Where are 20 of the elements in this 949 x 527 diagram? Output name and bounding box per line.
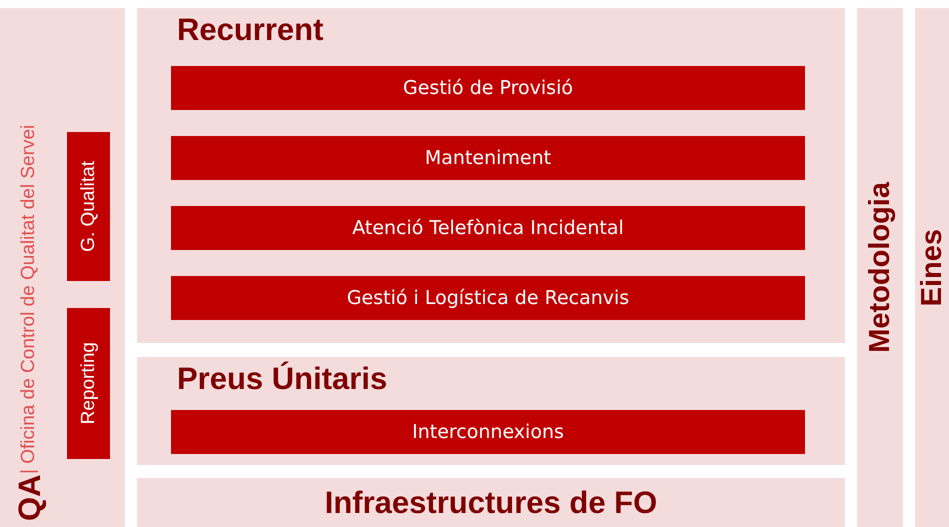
panel-subtitle: | Oficina de Control de Qualitat del Servei <box>18 125 40 474</box>
service-bar: Atenció Telefònica Incidental <box>171 206 805 250</box>
section-panel <box>137 478 845 527</box>
service-bar: Interconnexions <box>171 410 805 454</box>
side-panel <box>915 8 949 527</box>
service-bar: Manteniment <box>171 136 805 180</box>
service-bar: Gestió de Provisió <box>171 66 805 110</box>
section-panel <box>137 8 845 343</box>
section-heading: Infraestructures de FO <box>324 484 658 520</box>
side-panel <box>857 8 903 527</box>
panel-heading: Metodologia <box>864 182 896 353</box>
panel-heading: Eines <box>916 228 948 306</box>
section-panel <box>137 357 845 465</box>
label-bar: G. Qualitat <box>67 132 110 281</box>
section-heading: Preus Únitaris <box>177 361 388 397</box>
panel-heading: QA <box>12 474 48 521</box>
label-bar: Reporting <box>67 308 110 459</box>
section-heading: Recurrent <box>177 12 324 48</box>
service-bar: Gestió i Logística de Recanvis <box>171 276 805 320</box>
side-panel <box>0 8 125 527</box>
